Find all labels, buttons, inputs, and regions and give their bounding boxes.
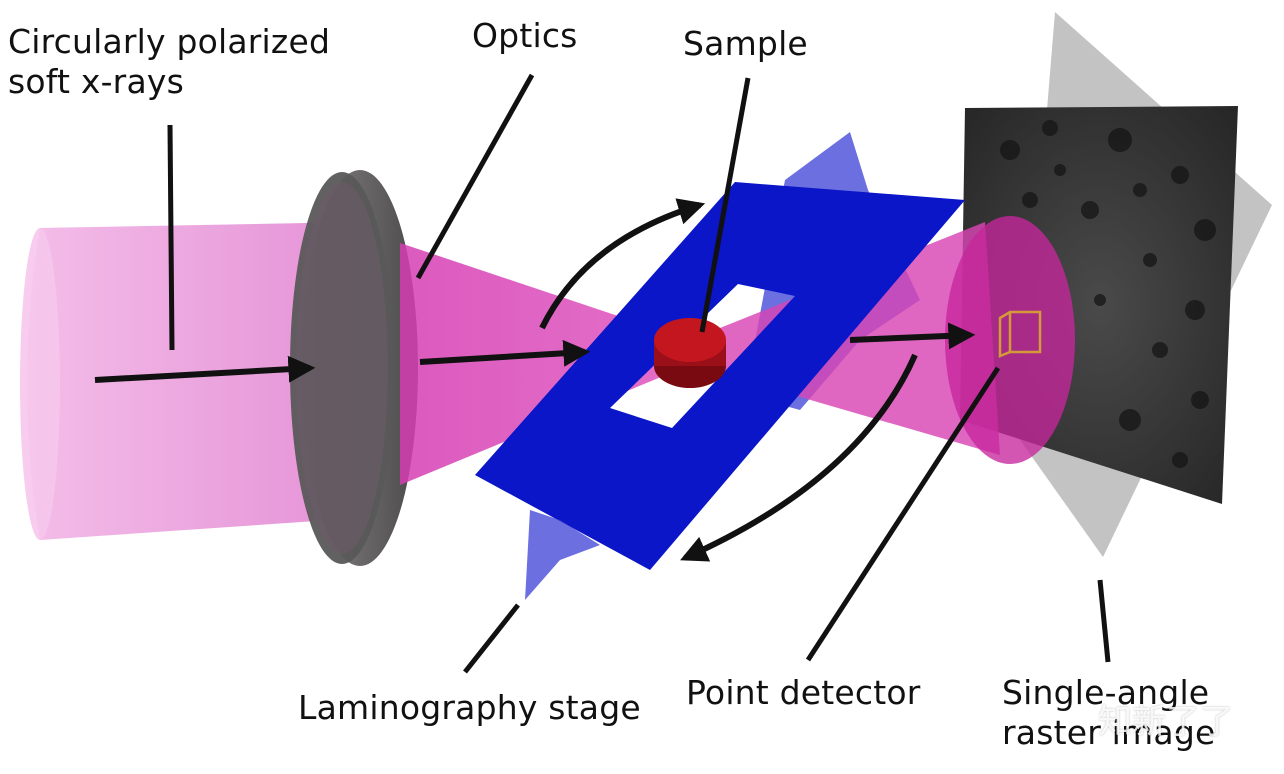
label-raster-line1: Single-angle <box>1002 673 1210 712</box>
optics-disk <box>290 170 418 566</box>
watermark-text: 知新了了 <box>1098 702 1234 742</box>
label-raster-line2: raster image <box>1002 713 1216 752</box>
incident-beam <box>27 222 360 540</box>
label-point-detector: Point detector <box>686 673 921 712</box>
beam-arrow-1 <box>94 355 316 383</box>
label-source-line2: soft x-rays <box>8 62 184 101</box>
rotation-arrow-bottom <box>680 353 918 562</box>
rotation-arrow-top <box>539 198 706 330</box>
leader-stage <box>463 603 520 674</box>
leader-source <box>167 124 175 351</box>
leader-raster <box>1097 579 1111 663</box>
label-source: Circularly polarized soft x-rays <box>8 22 330 102</box>
raster-texture <box>1000 120 1216 468</box>
label-laminography-stage: Laminography stage <box>298 688 641 727</box>
sample <box>654 318 726 388</box>
laminography-stage <box>475 182 965 570</box>
leader-sample <box>699 77 751 333</box>
stage-front-wing <box>525 510 600 600</box>
beam-arrow-2 <box>419 339 591 367</box>
leader-optics <box>415 73 535 280</box>
label-raster-image: Single-angle raster image <box>1002 673 1215 753</box>
label-optics: Optics <box>472 16 578 55</box>
point-detector-icon <box>998 310 1042 358</box>
label-sample: Sample <box>683 24 808 63</box>
label-source-line1: Circularly polarized <box>8 22 331 61</box>
beam-arrow-3 <box>849 322 976 350</box>
leader-detector <box>805 366 1001 662</box>
beam-entrance <box>20 228 60 540</box>
focused-beam-in <box>400 243 690 485</box>
